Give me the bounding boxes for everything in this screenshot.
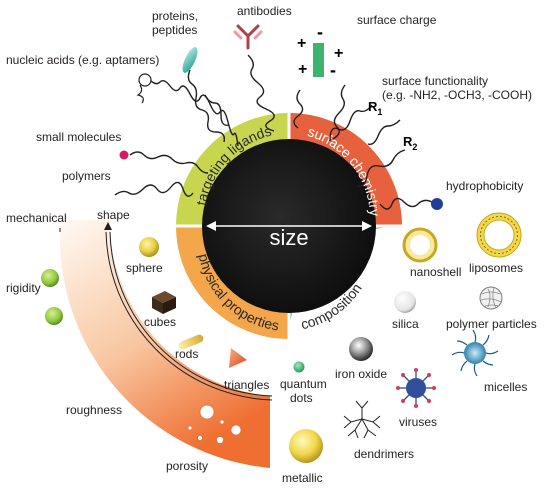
antibody-icon [233,24,263,50]
dendrimer-icon [343,400,381,439]
size-label: size [269,225,308,250]
label-dendrimers: dendrimers [354,447,414,461]
label-hydrophobicity: hydrophobicity [446,179,523,193]
rod-icon [178,334,204,350]
charge-plus-3: + [334,45,343,62]
label-sphere: sphere [126,261,163,275]
chain-antibodies [247,54,275,132]
chain-surface-3 [367,119,401,146]
chain-surface-2 [293,89,304,129]
label-iron-oxide: iron oxide [335,367,387,381]
chain-hydrophobic [379,197,433,210]
charge-minus-2: - [330,60,336,80]
chain-proteins [187,69,226,143]
label-micelles: micelles [484,380,527,394]
label-roughness: roughness [66,403,122,417]
liposome-icon [476,212,522,258]
label-dots: dots [290,391,313,405]
chain-nucleic-acid [149,79,239,147]
chain-surface-1 [332,84,346,140]
label-silica: silica [392,317,419,331]
label-viruses: viruses [399,415,437,429]
iron-oxide-icon [349,337,373,361]
label-r1: R1 [368,99,382,117]
shape-arrow-arc-inner [109,231,273,397]
polymer-particle-icon [479,286,503,310]
hydrophobic-icon [431,198,443,210]
cube-icon [152,291,176,314]
chain-small-molecules [129,151,209,174]
micelle-icon [451,329,499,377]
label-rigidity: rigidity [6,281,41,295]
small-molecule-icon [119,150,129,160]
label-metallic: metallic [282,471,323,485]
label-liposomes: liposomes [469,261,523,275]
chain-r2 [356,149,406,187]
chain-r1 [329,104,373,142]
label-mechanical: mechanical [6,211,67,225]
label-nanoshell: nanoshell [410,265,461,279]
quantum-dot-icon [293,361,305,373]
virus-icon [396,368,436,408]
label-nucleic-acids: nucleic acids (e.g. aptamers) [6,53,159,67]
sphere-icon [139,237,159,257]
physical-properties-band [59,220,270,468]
label-quantum: quantum [280,377,327,391]
chain-targeting-extra [204,94,230,126]
size-arrow [206,221,372,231]
metallic-icon [289,429,323,463]
protein-icon [182,47,198,73]
rigid-ball-icon-2 [45,307,63,325]
porosity-holes [187,404,242,444]
label-r2: R2 [403,134,417,152]
charge-plus-2: + [298,61,307,78]
shape-arrow-arc [105,231,273,401]
label-cubes: cubes [144,315,176,329]
label-functionality-examples: (e.g. -NH2, -OCH3, -COOH) [382,88,532,102]
aptamer-icon [136,73,152,104]
charge-bar-icon [313,43,324,77]
charge-plus-1: + [297,35,306,52]
silica-icon [394,291,416,313]
label-polymers: polymers [62,169,111,183]
triangle-icon [229,348,247,368]
label-porosity: porosity [166,459,208,473]
label-surface-functionality: surface functionality [382,74,488,88]
label-proteins: proteins, [152,9,198,23]
label-polymer-particles: polymer particles [446,317,537,331]
label-shape: shape [97,208,130,222]
shape-arrow-head [104,222,112,230]
rigid-ball-icon-1 [41,269,59,287]
label-peptides: peptides [152,23,197,37]
label-rods: rods [175,347,198,361]
label-antibodies: antibodies [237,4,292,18]
label-triangles: triangles [224,378,269,392]
label-small-molecules: small molecules [36,130,121,144]
chain-polymers [114,181,194,197]
charge-minus-1: - [317,22,323,42]
label-surface-charge: surface charge [357,13,437,27]
